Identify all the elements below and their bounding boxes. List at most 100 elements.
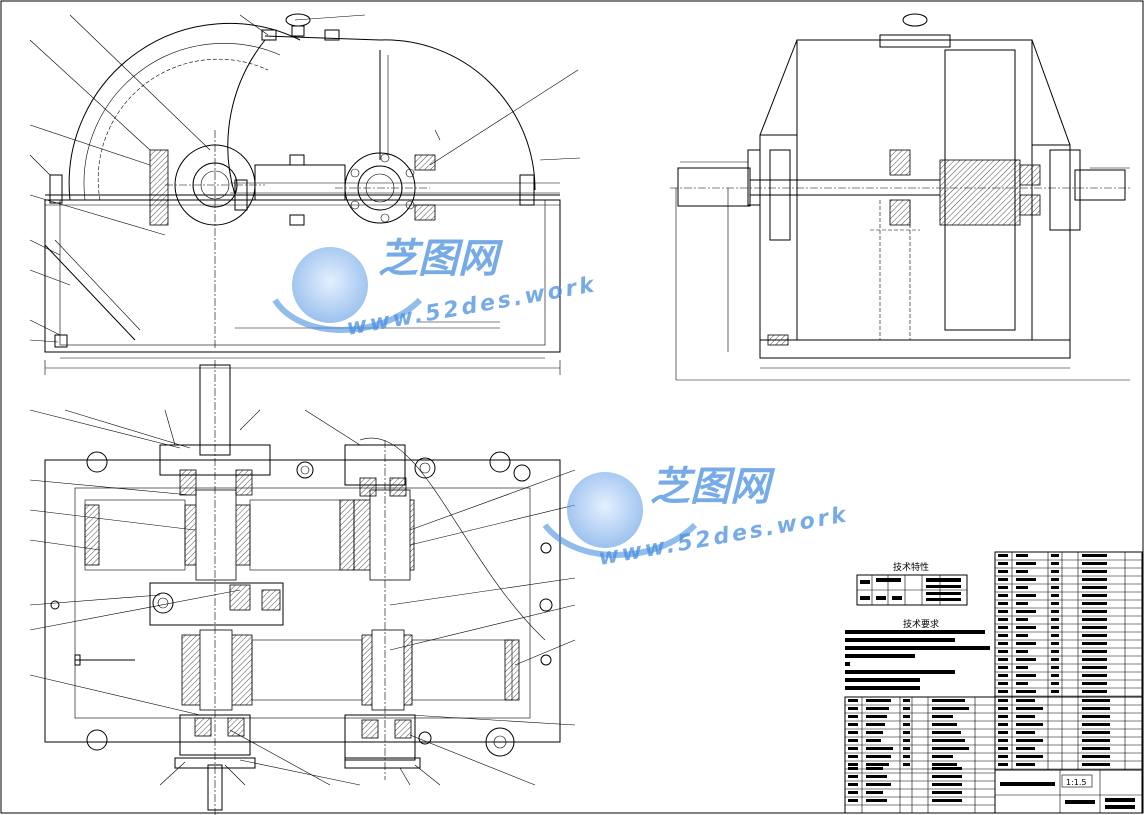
table-cell-text bbox=[1016, 731, 1035, 734]
table-cell-text bbox=[998, 739, 1008, 742]
table-cell-text bbox=[848, 715, 858, 718]
table-cell-text bbox=[848, 747, 858, 750]
table-cell-text bbox=[866, 739, 881, 742]
table-cell-text bbox=[903, 739, 910, 742]
table-cell-text bbox=[932, 715, 953, 718]
table-cell-text bbox=[998, 642, 1008, 645]
table-cell-text bbox=[1016, 674, 1036, 677]
table-cell-text bbox=[1016, 723, 1043, 726]
table-cell-text bbox=[998, 723, 1008, 726]
table-cell-text bbox=[1016, 626, 1036, 629]
table-cell-text bbox=[848, 707, 858, 710]
tech-requirements: 技术要求 bbox=[845, 618, 990, 690]
table-cell-text bbox=[1016, 610, 1036, 613]
table-cell-text bbox=[932, 783, 962, 786]
table-cell-text bbox=[998, 586, 1008, 589]
table-cell-text bbox=[1016, 707, 1043, 710]
table-cell-text bbox=[1082, 690, 1107, 693]
table-cell-text bbox=[1016, 650, 1028, 653]
table-cell-text bbox=[1082, 634, 1107, 637]
table-cell-text bbox=[848, 775, 858, 778]
table-cell-text bbox=[1051, 634, 1059, 637]
table-cell-text bbox=[998, 554, 1008, 557]
watermark-logo-text: 芝图网 bbox=[378, 236, 504, 282]
table-cell-text bbox=[903, 715, 910, 718]
table-cell-text bbox=[998, 594, 1008, 597]
table-cell-text bbox=[1051, 666, 1059, 669]
table-cell-text bbox=[932, 739, 965, 742]
table-cell-text bbox=[1082, 562, 1107, 565]
table-cell-text bbox=[932, 747, 969, 750]
table-cell-text bbox=[932, 767, 962, 770]
table-cell-text bbox=[1082, 666, 1107, 669]
table-cell-text bbox=[1051, 562, 1059, 565]
table-cell-text bbox=[1051, 554, 1059, 557]
table-cell-text bbox=[1051, 682, 1059, 685]
table-cell-text bbox=[1016, 594, 1036, 597]
table-cell-text bbox=[998, 626, 1008, 629]
table-cell-text bbox=[1016, 634, 1028, 637]
table-cell-text bbox=[1051, 570, 1059, 573]
table-cell-text bbox=[1082, 658, 1107, 661]
table-cell-text bbox=[1016, 578, 1036, 581]
table-cell-text bbox=[848, 767, 858, 770]
table-cell-text bbox=[998, 634, 1008, 637]
watermark-globe-icon bbox=[292, 247, 368, 323]
table-cell-text bbox=[1051, 642, 1059, 645]
table-cell-text bbox=[866, 763, 889, 766]
table-cell-text bbox=[866, 715, 887, 718]
table-cell-text bbox=[1082, 723, 1110, 726]
table-cell-text bbox=[932, 707, 969, 710]
table-cell-text bbox=[998, 674, 1008, 677]
table-cell-text bbox=[866, 783, 891, 786]
table-cell-text bbox=[1016, 602, 1028, 605]
table-cell-text bbox=[998, 650, 1008, 653]
table-cell-text bbox=[866, 731, 883, 734]
table-cell-text bbox=[903, 707, 910, 710]
table-cell-text bbox=[932, 723, 957, 726]
table-cell-text bbox=[1016, 666, 1028, 669]
table-cell-text bbox=[1082, 715, 1110, 718]
table-cell-text bbox=[998, 666, 1008, 669]
table-cell-text bbox=[1051, 674, 1059, 677]
watermark-url-text: www.52des.work bbox=[345, 272, 599, 341]
table-cell-text bbox=[932, 731, 961, 734]
table-cell-text bbox=[1016, 570, 1028, 573]
table-cell-text bbox=[1051, 650, 1059, 653]
table-cell-text bbox=[1082, 682, 1107, 685]
table-cell-text bbox=[998, 578, 1008, 581]
table-cell-text bbox=[848, 723, 858, 726]
table-cell-text bbox=[866, 747, 893, 750]
table-cell-text bbox=[998, 610, 1008, 613]
table-cell-text bbox=[1051, 586, 1059, 589]
table-cell-text bbox=[1051, 610, 1059, 613]
table-cell-text bbox=[932, 755, 953, 758]
table-cell-text bbox=[848, 763, 858, 766]
table-cell-text bbox=[1016, 618, 1028, 621]
table-cell-text bbox=[1051, 578, 1059, 581]
table-cell-text bbox=[932, 791, 962, 794]
table-cell-text bbox=[1016, 747, 1035, 750]
table-cell-text bbox=[848, 739, 858, 742]
table-cell-text bbox=[1082, 707, 1110, 710]
table-cell-text bbox=[1016, 690, 1036, 693]
plan-view bbox=[29, 360, 576, 815]
table-cell-text bbox=[903, 763, 910, 766]
table-cell-text bbox=[998, 747, 1008, 750]
table-cell-text bbox=[998, 755, 1008, 758]
table-cell-text bbox=[866, 767, 883, 770]
table-cell-text bbox=[903, 747, 910, 750]
table-cell-text bbox=[903, 731, 910, 734]
table-cell-text bbox=[848, 791, 858, 794]
table-cell-text bbox=[932, 799, 962, 802]
table-cell-text bbox=[1051, 658, 1059, 661]
table-cell-text bbox=[998, 570, 1008, 573]
table-cell-text bbox=[1082, 747, 1110, 750]
side-view bbox=[670, 13, 1130, 381]
table-cell-text bbox=[1016, 755, 1043, 758]
table-cell-text bbox=[848, 783, 858, 786]
table-cell-text bbox=[1016, 642, 1036, 645]
tech-spec: 技术特性 bbox=[856, 561, 968, 606]
table-cell-text bbox=[903, 723, 910, 726]
